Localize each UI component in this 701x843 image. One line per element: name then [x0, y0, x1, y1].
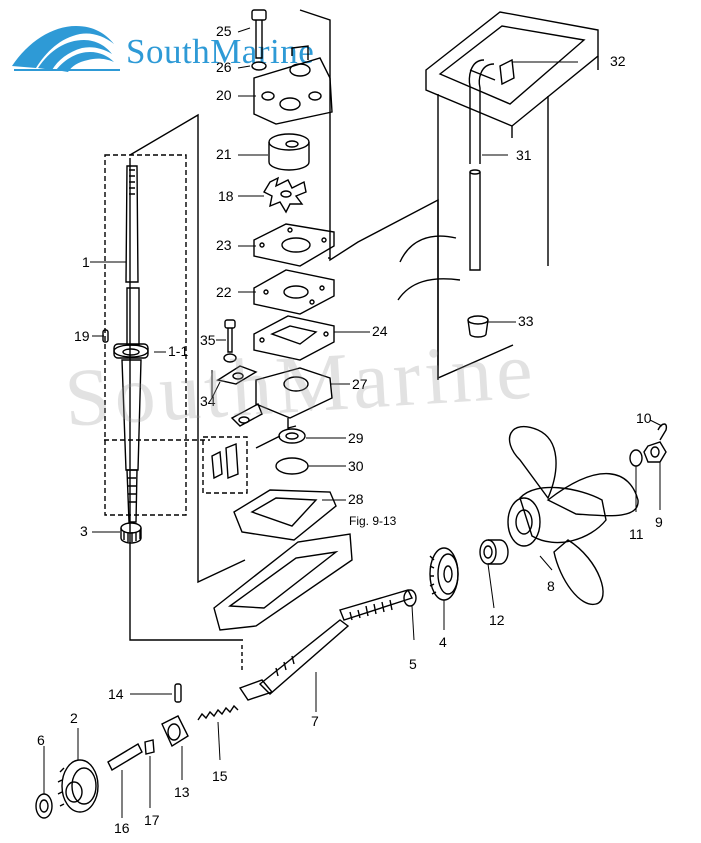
- brand-name: SouthMarine: [126, 32, 315, 71]
- wave-logo-icon: [12, 26, 120, 72]
- plate-22: [253, 269, 335, 315]
- prop-nut-9: [643, 441, 667, 463]
- grommet-33: [467, 315, 489, 338]
- upper-casing: [397, 11, 599, 380]
- callout-35: 35: [200, 332, 216, 348]
- callout-1-1: 1-1: [168, 343, 189, 359]
- washer: [223, 353, 237, 363]
- callout-8: 8: [547, 578, 555, 594]
- damper-parts: [211, 442, 239, 480]
- callout-6: 6: [37, 732, 45, 748]
- callout-16: 16: [114, 820, 130, 836]
- callout-26: 26: [216, 59, 232, 75]
- pump-insert-21: [268, 133, 310, 171]
- clip-32: [499, 58, 515, 86]
- propeller-shaft-7: [238, 589, 413, 701]
- callout-21: 21: [216, 146, 232, 162]
- dashed-group-box: [104, 154, 248, 516]
- circlip-5: [403, 589, 417, 607]
- leader-lines: [43, 27, 663, 818]
- oil-seal-29: [255, 428, 306, 449]
- shim-6: [35, 793, 53, 819]
- gasket-28: [233, 489, 337, 541]
- callout-29: 29: [348, 430, 364, 446]
- pinion-gear-3: [120, 522, 142, 544]
- drive-shaft: [121, 165, 142, 523]
- dog-clutch-13: [161, 715, 189, 748]
- washer-11: [629, 449, 643, 467]
- bolt-25: [251, 9, 267, 59]
- figure-reference: Fig. 9-13: [349, 514, 397, 528]
- washer-26: [251, 61, 267, 71]
- callout-20: 20: [216, 87, 232, 103]
- callout-11: 11: [629, 526, 644, 542]
- callout-32: 32: [610, 53, 626, 69]
- callout-22: 22: [216, 284, 232, 300]
- callout-19: 19: [74, 328, 90, 344]
- pump-housing-20: [253, 45, 333, 125]
- callout-33: 33: [518, 313, 534, 329]
- plunger-17: [144, 739, 155, 755]
- bolt-35: [224, 319, 236, 353]
- callout-13: 13: [174, 784, 190, 800]
- callout-23: 23: [216, 237, 232, 253]
- cotter-pin-10: [657, 423, 668, 441]
- callout-4: 4: [439, 634, 447, 650]
- callout-15: 15: [212, 768, 228, 784]
- callout-25: 25: [216, 23, 232, 39]
- callout-31: 31: [516, 147, 532, 163]
- reverse-gear-2: [57, 759, 99, 813]
- o-ring-30: [275, 457, 309, 475]
- plate-34: [216, 365, 258, 385]
- callout-10: 10: [636, 410, 652, 426]
- callout-34: 34: [200, 393, 216, 409]
- impeller-18: [263, 176, 307, 214]
- callout-1: 1: [82, 254, 90, 270]
- guide-lines: [129, 9, 514, 641]
- callout-7: 7: [311, 713, 319, 729]
- callout-28: 28: [348, 491, 364, 507]
- callout-30: 30: [348, 458, 364, 474]
- callout-3: 3: [80, 523, 88, 539]
- gasket-23: [253, 223, 335, 267]
- propeller-8: [507, 425, 639, 605]
- southmarine-logo: SouthMarine: [8, 10, 348, 80]
- callout-14: 14: [108, 686, 124, 702]
- callout-18: 18: [218, 188, 234, 204]
- callout-5: 5: [409, 656, 417, 672]
- callout-2: 2: [70, 710, 78, 726]
- spring-15: [197, 704, 239, 721]
- rod-16: [107, 743, 143, 771]
- callout-12: 12: [489, 612, 505, 628]
- callout-24: 24: [372, 323, 388, 339]
- pump-case-27: [230, 367, 333, 429]
- callout-9: 9: [655, 514, 663, 530]
- bearing-1-1: [113, 343, 149, 359]
- pin-14: [174, 683, 182, 703]
- callout-17: 17: [144, 812, 160, 828]
- gearcase-plate: [213, 533, 353, 670]
- callout-27: 27: [352, 376, 368, 392]
- forward-gear-4: [429, 547, 459, 601]
- thrust-washer-12: [479, 539, 509, 565]
- water-tube-31: [468, 59, 495, 271]
- gasket-24: [253, 315, 335, 361]
